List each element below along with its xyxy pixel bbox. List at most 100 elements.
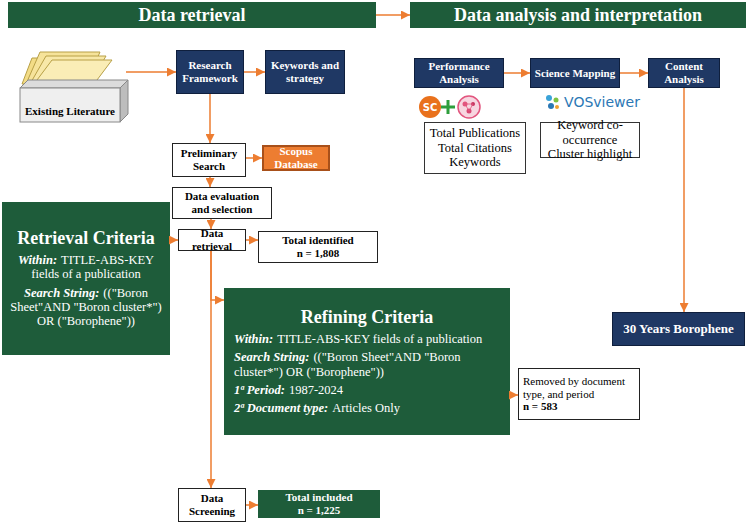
box-label: Data Screening: [189, 492, 235, 517]
text-line: Retrieval Criteria: [17, 228, 154, 249]
text-line: n = 1,808: [297, 247, 340, 260]
box-label: Performance Analysis: [428, 60, 489, 85]
icon-dot: [554, 98, 559, 103]
result-box: 30 Years Borophene: [612, 312, 745, 346]
count-box: Total identifiedn = 1,808: [258, 231, 378, 263]
literature-box: [20, 80, 128, 122]
flow-arrow: [209, 94, 211, 143]
box-label: Preliminary Search: [181, 147, 238, 172]
logo-ring: [458, 96, 480, 118]
text-line: Search String:(("Boron Sheet"AND "Boron …: [234, 350, 500, 379]
flow-arrow: [504, 72, 530, 74]
box-label: Existing Literature: [25, 105, 115, 117]
field-value: Articles Only: [332, 401, 400, 415]
text-line: Data evaluation and selection: [175, 190, 269, 215]
scopus-logo: [419, 96, 441, 118]
text-line: 1ª Period: 1987-2024: [234, 383, 500, 397]
flow-arrow: [126, 71, 176, 73]
flow-arrow: [620, 72, 648, 74]
box-label: 30 Years Borophene: [623, 321, 734, 336]
icon-dot: [546, 95, 552, 101]
text-line: Within:TITLE-ABS-KEY fields of a publica…: [8, 253, 164, 282]
box-label: Science Mapping: [535, 67, 615, 79]
field-value: TITLE-ABS-KEY fields of a publication: [277, 332, 482, 346]
box-label: Research Framework: [182, 59, 238, 84]
criteria-box: Refining CriteriaWithin:TITLE-ABS-KEY fi…: [224, 288, 510, 435]
flow-arrow: [246, 157, 262, 159]
box-label: n = 1,225: [298, 504, 341, 516]
box-label: Total Publications: [430, 126, 520, 140]
database-box: Scopus Database: [262, 145, 330, 171]
text-line: Cluster highlight: [548, 147, 632, 161]
section-header: Data retrieval: [8, 2, 376, 28]
logo-web: [465, 104, 473, 111]
text-line: Data retrieval: [138, 5, 245, 26]
text-line: Keywords: [449, 155, 500, 169]
field-key: Within:: [18, 253, 57, 267]
field-key: 2ª Document type:: [234, 401, 328, 415]
field-key: 1ª Period:: [234, 383, 285, 397]
text-line: Keyword co-occurrence: [541, 118, 639, 147]
text-line: Within: TITLE-ABS-KEY fields of a publica…: [234, 332, 500, 346]
paper-stack: [22, 52, 112, 84]
flow-arrow: [210, 251, 212, 488]
flow-arrow: [246, 504, 258, 506]
box-front: [20, 88, 120, 122]
icon-dot: [548, 103, 554, 109]
text-line: 30 Years Borophene: [623, 322, 734, 337]
box-label: Cluster highlight: [548, 147, 632, 161]
box-side: [120, 80, 128, 122]
box-label: Data retrieval: [138, 5, 245, 25]
text-line: 2ª Document type: Articles Only: [234, 401, 500, 415]
flow-arrow: [244, 71, 265, 73]
flow-arrow: [209, 177, 211, 187]
bibliometrix-logo: [458, 96, 480, 118]
box-label: Data evaluation and selection: [185, 190, 259, 215]
text-line: Existing Literature: [25, 105, 115, 118]
text-line: Science Mapping: [535, 67, 615, 80]
source-box: Existing Literature: [20, 48, 126, 122]
flow-arrow: [246, 239, 258, 241]
flow-arrow: [376, 14, 410, 16]
process-box: Research Framework: [176, 50, 244, 94]
box-heading: Retrieval Criteria: [17, 228, 154, 248]
flow-arrow: [211, 251, 224, 300]
text-line: Total Publications: [430, 126, 520, 140]
box-label: Data retrieval: [192, 227, 232, 252]
plus-symbol: [441, 100, 455, 114]
box-label: Scopus Database: [274, 145, 317, 170]
text-line: Content Analysis: [651, 60, 717, 85]
logo-text: SC: [419, 96, 441, 118]
text-line: n = 1,225: [298, 504, 341, 517]
box-label: Keyword co-occurrence: [557, 118, 623, 146]
metric-box: Keyword co-occurrenceCluster highlight: [540, 122, 640, 158]
field-value: 1987-2024: [289, 383, 343, 397]
text-line: n = 583: [523, 400, 635, 413]
metric-box: Total PublicationsTotal CitationsKeyword…: [424, 122, 526, 174]
text-line: Search String:(("Boron Sheet"AND "Boron …: [8, 286, 164, 329]
box-label: Total Citations: [438, 141, 512, 155]
flow-arrow: [683, 88, 685, 312]
icon-dot: [555, 105, 559, 109]
text-line: Total included: [285, 491, 352, 504]
box-label: n = 1,808: [297, 247, 340, 259]
text-line: Data retrieval: [181, 227, 243, 252]
box-label: n = 583: [523, 400, 557, 412]
box-label: Total included: [285, 491, 352, 503]
text-line: Scopus Database: [264, 145, 328, 170]
criteria-box: Retrieval CriteriaWithin:TITLE-ABS-KEY f…: [2, 202, 170, 355]
field-key: Within:: [234, 332, 273, 346]
vosviewer-icon: [546, 95, 559, 109]
field-key: Search String:: [24, 286, 99, 300]
section-header: Data analysis and interpretation: [410, 2, 746, 28]
process-box: Science Mapping: [530, 58, 620, 88]
text-line: Keywords and strategy: [268, 59, 342, 84]
text-line: Performance Analysis: [417, 60, 501, 85]
process-box: Data evaluation and selection: [172, 187, 272, 219]
box-top: [20, 80, 128, 88]
process-box: Data Screening: [178, 488, 246, 522]
box-label: Keywords and strategy: [271, 59, 339, 84]
count-box: Removed by document type, and periodn = …: [518, 368, 640, 420]
field-key: Search String:: [234, 350, 309, 364]
